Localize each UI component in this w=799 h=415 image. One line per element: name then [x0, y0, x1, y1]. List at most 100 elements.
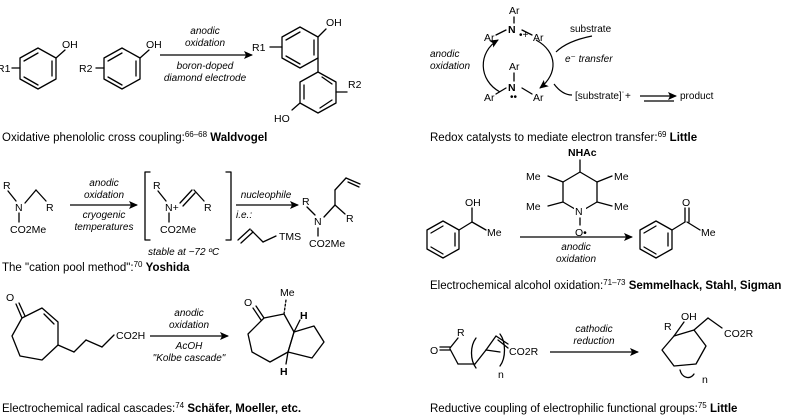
caption-text: Electrochemical alcohol oxidation:: [430, 280, 603, 292]
atom-n: N: [314, 216, 322, 228]
condition-label: oxidation: [169, 320, 209, 331]
caption-refs: 70: [134, 260, 143, 269]
atom-n-plus: N+: [165, 202, 179, 214]
condition-label: oxidation: [84, 190, 124, 201]
atom-co2me: CO2Me: [10, 224, 46, 236]
panel-caption: Oxidative phenololic cross coupling:66–6…: [2, 130, 267, 144]
atom-oh-c: OH: [326, 17, 342, 29]
condition-label: anodic: [174, 308, 203, 319]
atom-r: R: [664, 321, 672, 333]
condition-label: temperatures: [75, 222, 134, 233]
condition-label: cryogenic: [83, 210, 126, 221]
caption-authors: Schäfer, Moeller, etc.: [187, 403, 301, 415]
atom-h: H: [280, 366, 288, 378]
atom-n: N: [575, 206, 583, 218]
condition-label: anodic: [430, 49, 459, 60]
atom-n: N: [508, 24, 516, 36]
atom-n: N: [508, 82, 516, 94]
condition-label: "Kolbe cascade": [153, 353, 226, 364]
ring-bracket: [679, 369, 695, 379]
caption-authors: Yoshida: [146, 262, 190, 274]
atom-ar: Ar: [509, 5, 520, 17]
atom-me: Me: [614, 201, 629, 213]
atom-nhac: NHAc: [568, 147, 597, 159]
biphenol-structure: OH R1 HO R2: [252, 17, 362, 125]
atom-o: O: [430, 345, 438, 357]
atom-o-radical: O•: [575, 227, 587, 239]
atom-ar: Ar: [484, 32, 495, 44]
caption-refs: 66–68: [185, 130, 208, 139]
condition-label: i.e.:: [236, 210, 252, 221]
atom-ar: Ar: [533, 92, 544, 104]
lone-pair-label: ••: [510, 92, 518, 103]
condition-label: oxidation: [430, 61, 470, 72]
electron-transfer-label: e⁻ transfer: [565, 54, 613, 65]
caption-refs: 71–73: [603, 278, 626, 287]
atom-ho: HO: [274, 113, 290, 125]
bicyclic-seven-ring: [247, 313, 295, 363]
caption-authors: Waldvogel: [210, 132, 267, 144]
atom-n: n: [702, 374, 708, 386]
atom-co2me: CO2Me: [160, 224, 196, 236]
atom-o: O: [6, 292, 14, 304]
condition-label: boron-doped: [177, 61, 234, 72]
condition-label: diamond electrode: [164, 73, 247, 84]
atom-oh-b: OH: [146, 39, 162, 51]
atom-me: Me: [280, 287, 295, 299]
paren-left: [470, 337, 477, 369]
panel-caption: Electrochemical alcohol oxidation:71–73 …: [430, 278, 781, 292]
condition-label: anodic: [190, 26, 219, 37]
caption-refs: 75: [698, 401, 707, 410]
bracket-left: [144, 171, 151, 241]
atom-me: Me: [614, 171, 629, 183]
atom-ar: Ar: [484, 92, 495, 104]
panel-caption: Reductive coupling of electrophilic func…: [430, 401, 737, 415]
atom-h: H: [300, 310, 308, 322]
caption-authors: Semmelhack, Stahl, Sigman: [629, 280, 782, 292]
condition-label: anodic: [89, 178, 118, 189]
atom-n: N: [15, 202, 23, 214]
atom-r1-a: R1: [0, 63, 11, 75]
panel-schafer: O CO2H anodic oxidation AcOH "Kolbe casc…: [2, 287, 325, 415]
caption-text: The "cation pool method":: [2, 262, 134, 274]
condition-label: reduction: [573, 336, 615, 347]
phenol-r2-structure: OH R2: [79, 39, 162, 90]
panel-little-reductive: O R n CO2R cathodic reduction R OH CO2R …: [430, 311, 754, 415]
caption-text: Electrochemical radical cascades:: [2, 403, 175, 415]
allyl-tms-structure: TMS: [237, 228, 301, 244]
atom-r: R: [153, 180, 161, 192]
atom-r1-b: R1: [252, 42, 266, 54]
atom-r: R: [457, 327, 465, 339]
panel-caption: Redox catalysts to mediate electron tran…: [430, 130, 697, 144]
condition-label: anodic: [561, 242, 590, 253]
oxidation-cycle-arrow: [482, 39, 501, 93]
atom-me: Me: [526, 171, 541, 183]
atom-r: R: [46, 202, 54, 214]
substrate-in-arrow: [555, 35, 593, 53]
atom-o: O: [244, 297, 252, 309]
panel-semmelhack: NHAc Me Me Me Me N O• OH Me anodic oxida…: [426, 147, 781, 292]
atom-r2-b: R2: [348, 79, 362, 91]
atom-r: R: [204, 202, 212, 214]
cyclopentane-ring: [661, 329, 707, 367]
radical-cation-label: •+: [519, 30, 529, 41]
stability-label: stable at −72 ºC: [148, 247, 220, 258]
caption-authors: Little: [710, 403, 737, 415]
caption-refs: 74: [175, 401, 184, 410]
atom-oh: OH: [681, 311, 697, 323]
atom-oh: OH: [465, 197, 481, 209]
atom-o: O: [682, 197, 690, 209]
atom-n: n: [498, 369, 504, 381]
panel-caption: The "cation pool method":70 Yoshida: [2, 260, 190, 274]
atom-r2-a: R2: [79, 63, 93, 75]
caption-text: Oxidative phenololic cross coupling:: [2, 132, 185, 144]
paren-right: [499, 333, 506, 367]
atom-me: Me: [526, 201, 541, 213]
atom-tms: TMS: [279, 231, 301, 243]
substrate-label: substrate: [570, 24, 612, 35]
atom-r: R: [346, 213, 354, 225]
panel-yoshida: R N R CO2Me anodic oxidation cryogenic t…: [2, 171, 361, 274]
caption-authors: Little: [670, 132, 697, 144]
atom-me: Me: [487, 227, 502, 239]
